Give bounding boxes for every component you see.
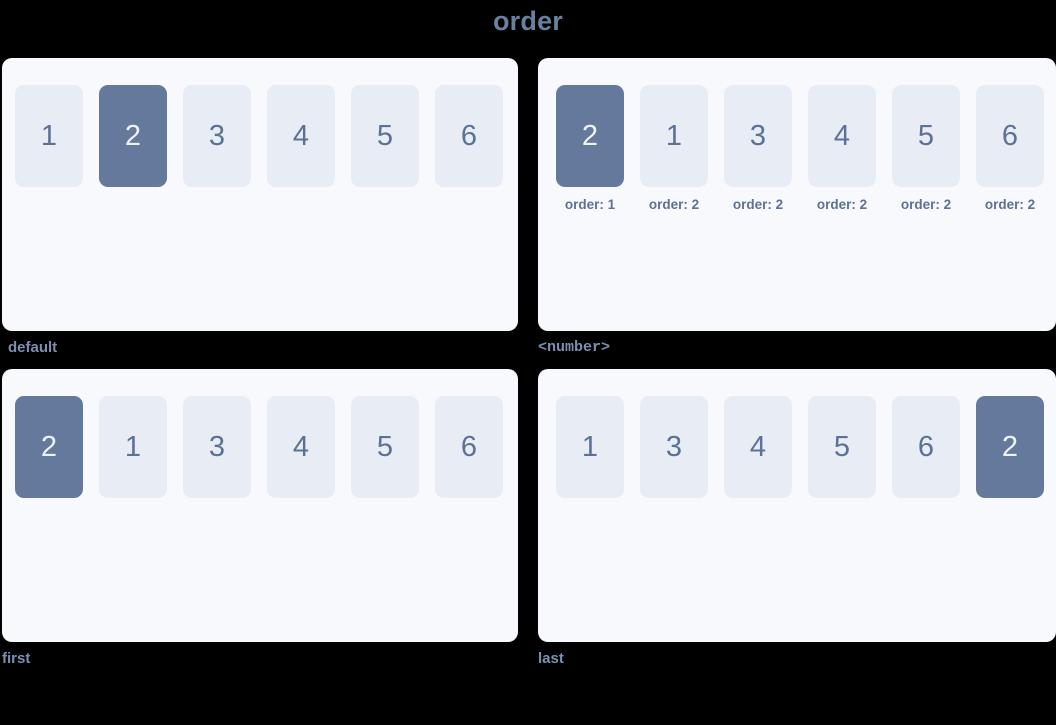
order-box-highlighted[interactable]: 2 xyxy=(556,85,624,187)
order-value-label: order: 2 xyxy=(732,197,784,212)
list-item: 2 xyxy=(99,85,167,187)
order-box[interactable]: 3 xyxy=(183,85,251,187)
list-item: 4 xyxy=(267,396,335,498)
order-box[interactable]: 6 xyxy=(435,85,503,187)
panel-caption-first: first xyxy=(2,650,31,667)
order-box[interactable]: 1 xyxy=(556,396,624,498)
order-box[interactable]: 5 xyxy=(351,85,419,187)
order-box[interactable]: 1 xyxy=(99,396,167,498)
panel-number: 2 order: 1 1 order: 2 3 order: 2 4 order… xyxy=(538,58,1056,331)
panel-first: 2 1 3 4 5 6 xyxy=(2,369,518,642)
list-item: 6 order: 2 xyxy=(976,85,1044,212)
list-item: 1 xyxy=(556,396,624,498)
item-row-last: 1 3 4 5 6 2 xyxy=(556,396,1056,498)
list-item: 3 xyxy=(640,396,708,498)
panel-caption-default: default xyxy=(8,339,58,356)
order-box[interactable]: 4 xyxy=(724,396,792,498)
list-item: 3 xyxy=(183,396,251,498)
list-item: 2 xyxy=(15,396,83,498)
item-row-default: 1 2 3 4 5 6 xyxy=(15,85,518,187)
demo-cell-last: 1 3 4 5 6 2 last xyxy=(538,369,1056,667)
list-item: 1 order: 2 xyxy=(640,85,708,212)
demo-cell-first: 2 1 3 4 5 6 first xyxy=(2,369,518,667)
panel-default: 1 2 3 4 5 6 xyxy=(2,58,518,331)
order-box[interactable]: 5 xyxy=(892,85,960,187)
demo-cell-default: 1 2 3 4 5 6 default xyxy=(2,58,518,356)
order-box[interactable]: 5 xyxy=(351,396,419,498)
order-box[interactable]: 5 xyxy=(808,396,876,498)
list-item: 4 xyxy=(267,85,335,187)
list-item: 3 xyxy=(183,85,251,187)
order-value-label: order: 2 xyxy=(816,197,868,212)
list-item: 3 order: 2 xyxy=(724,85,792,212)
list-item: 1 xyxy=(15,85,83,187)
list-item: 4 order: 2 xyxy=(808,85,876,212)
item-row-first: 2 1 3 4 5 6 xyxy=(15,396,518,498)
order-box[interactable]: 1 xyxy=(15,85,83,187)
list-item: 6 xyxy=(435,85,503,187)
order-value-label: order: 1 xyxy=(564,197,616,212)
order-box[interactable]: 6 xyxy=(976,85,1044,187)
list-item: 5 xyxy=(351,396,419,498)
panel-caption-number: <number> xyxy=(538,339,611,356)
order-value-label: order: 2 xyxy=(648,197,700,212)
order-box-highlighted[interactable]: 2 xyxy=(976,396,1044,498)
list-item: 5 xyxy=(351,85,419,187)
list-item: 2 xyxy=(976,396,1044,498)
panel-caption-last: last xyxy=(538,650,564,667)
order-box[interactable]: 3 xyxy=(183,396,251,498)
list-item: 5 order: 2 xyxy=(892,85,960,212)
demo-cell-number: 2 order: 1 1 order: 2 3 order: 2 4 order… xyxy=(538,58,1056,356)
order-box[interactable]: 3 xyxy=(724,85,792,187)
page-title: order xyxy=(492,6,564,36)
item-row-number: 2 order: 1 1 order: 2 3 order: 2 4 order… xyxy=(556,85,1056,212)
list-item: 4 xyxy=(724,396,792,498)
panel-last: 1 3 4 5 6 2 xyxy=(538,369,1056,642)
order-box[interactable]: 4 xyxy=(267,396,335,498)
list-item: 1 xyxy=(99,396,167,498)
list-item: 2 order: 1 xyxy=(556,85,624,212)
order-box[interactable]: 6 xyxy=(435,396,503,498)
order-value-label: order: 2 xyxy=(984,197,1036,212)
order-box[interactable]: 4 xyxy=(267,85,335,187)
list-item: 6 xyxy=(435,396,503,498)
order-box[interactable]: 1 xyxy=(640,85,708,187)
list-item: 5 xyxy=(808,396,876,498)
order-value-label: order: 2 xyxy=(900,197,952,212)
order-box[interactable]: 4 xyxy=(808,85,876,187)
list-item: 6 xyxy=(892,396,960,498)
order-box-highlighted[interactable]: 2 xyxy=(99,85,167,187)
order-box-highlighted[interactable]: 2 xyxy=(15,396,83,498)
order-box[interactable]: 3 xyxy=(640,396,708,498)
order-box[interactable]: 6 xyxy=(892,396,960,498)
